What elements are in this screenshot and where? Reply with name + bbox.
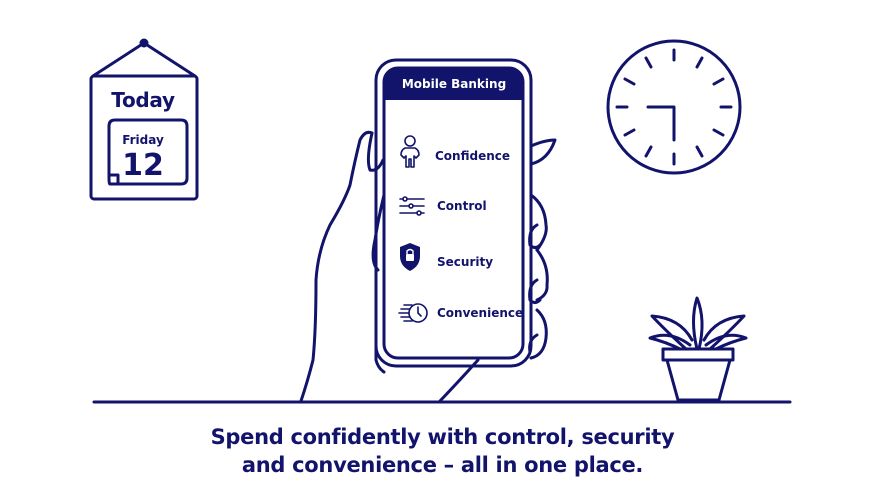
phone-header-title: Mobile Banking	[401, 77, 507, 91]
feature-confidence: Confidence	[435, 149, 511, 163]
feature-convenience: Convenience	[437, 306, 524, 320]
person-icon	[400, 135, 420, 168]
shield-lock-icon	[400, 243, 420, 271]
phone-header	[384, 68, 523, 100]
feature-control: Control	[437, 199, 487, 213]
feature-security: Security	[437, 255, 494, 269]
hanging-calendar-icon	[89, 38, 199, 201]
caption: Spend confidently with control, security…	[0, 423, 885, 479]
caption-line-1: Spend confidently with control, security	[210, 425, 675, 449]
hand-icon	[299, 130, 557, 403]
sliders-icon	[399, 196, 425, 216]
potted-plant-icon	[648, 296, 748, 402]
caption-line-2: and convenience – all in one place.	[241, 453, 644, 477]
calendar-title: Today	[111, 88, 175, 112]
wall-clock-icon	[606, 39, 742, 175]
calendar-day: Friday	[122, 133, 164, 147]
fast-clock-icon	[398, 303, 428, 323]
calendar-date: 12	[122, 148, 164, 183]
